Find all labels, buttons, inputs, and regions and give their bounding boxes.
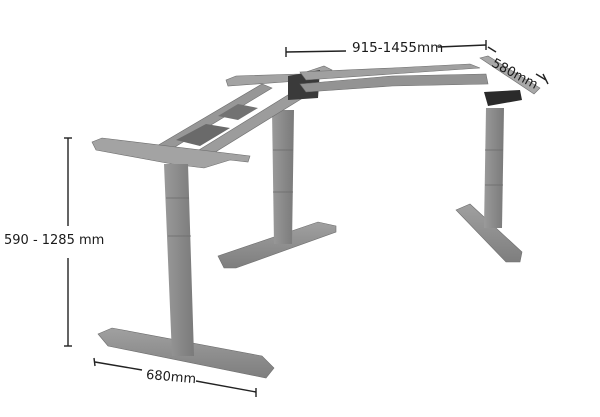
dimension-line-width xyxy=(285,40,487,57)
desk-leg-middle xyxy=(217,110,337,269)
control-panel xyxy=(484,90,522,106)
desk-leg-left xyxy=(97,164,275,379)
desk-leg-right xyxy=(455,108,523,263)
height-dimension-label: 590 - 1285 mm xyxy=(4,233,105,248)
width-dimension-label: 915-1455mm xyxy=(352,40,444,56)
desk-top-frame xyxy=(91,55,541,169)
dimension-line-depth xyxy=(487,46,549,85)
dimension-line-height xyxy=(64,137,72,347)
dimension-line-foot xyxy=(93,357,257,397)
